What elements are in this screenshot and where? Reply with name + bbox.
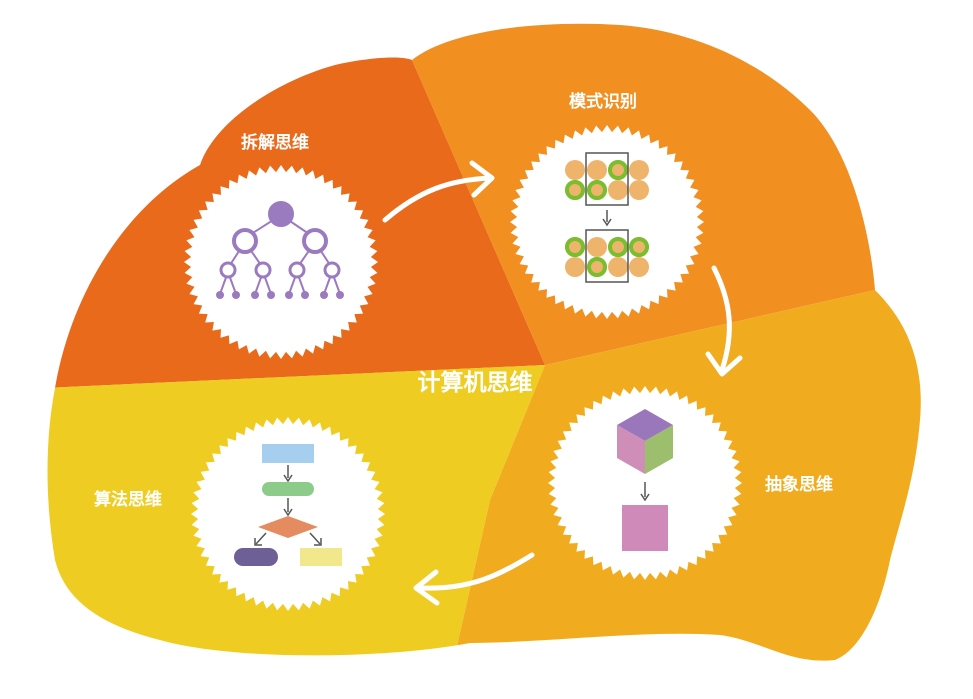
- arrow-decomposition-to-pattern-head: [469, 160, 495, 198]
- pattern-grid-icon: [565, 152, 649, 283]
- label-decomposition: 拆解思维: [241, 132, 309, 153]
- arrow-abstraction-to-algorithm: [417, 552, 535, 591]
- cube-to-square-icon: [617, 409, 673, 551]
- arrow-decomposition-to-pattern: [382, 175, 493, 223]
- center-title: 计算机思维: [418, 369, 533, 396]
- tree-icon: [216, 201, 344, 299]
- label-algorithm: 算法思维: [93, 489, 162, 510]
- badge-decomposition: [184, 165, 378, 359]
- label-abstraction: 抽象思维: [765, 474, 833, 495]
- arrow-pattern-to-abstraction-head: [705, 351, 743, 377]
- arrow-pattern-to-abstraction: [711, 265, 732, 373]
- flowchart-icon: [234, 444, 342, 566]
- label-pattern-recognition: 模式识别: [569, 91, 637, 112]
- cycle-arrows: [382, 160, 743, 606]
- arrow-abstraction-to-algorithm-head: [413, 569, 440, 606]
